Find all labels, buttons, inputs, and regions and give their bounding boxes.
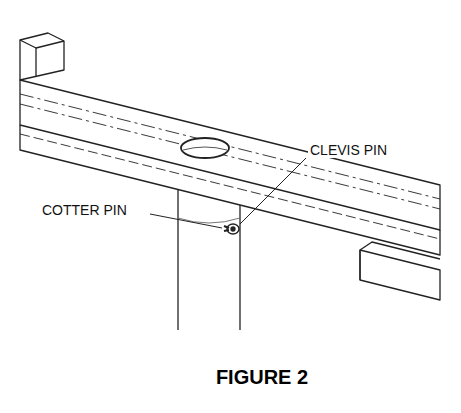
clevis-leader <box>240 158 306 224</box>
post <box>178 190 240 330</box>
figure-caption: FIGURE 2 <box>216 366 308 389</box>
beam-hole <box>181 138 229 158</box>
clevis-and-cotter-pin <box>224 224 239 234</box>
clevis-pin-label: CLEVIS PIN <box>308 142 389 158</box>
right-block <box>360 242 440 300</box>
cotter-leader <box>150 214 222 228</box>
beam <box>20 80 440 255</box>
cotter-pin-label: COTTER PIN <box>40 202 129 218</box>
left-block <box>20 33 64 80</box>
